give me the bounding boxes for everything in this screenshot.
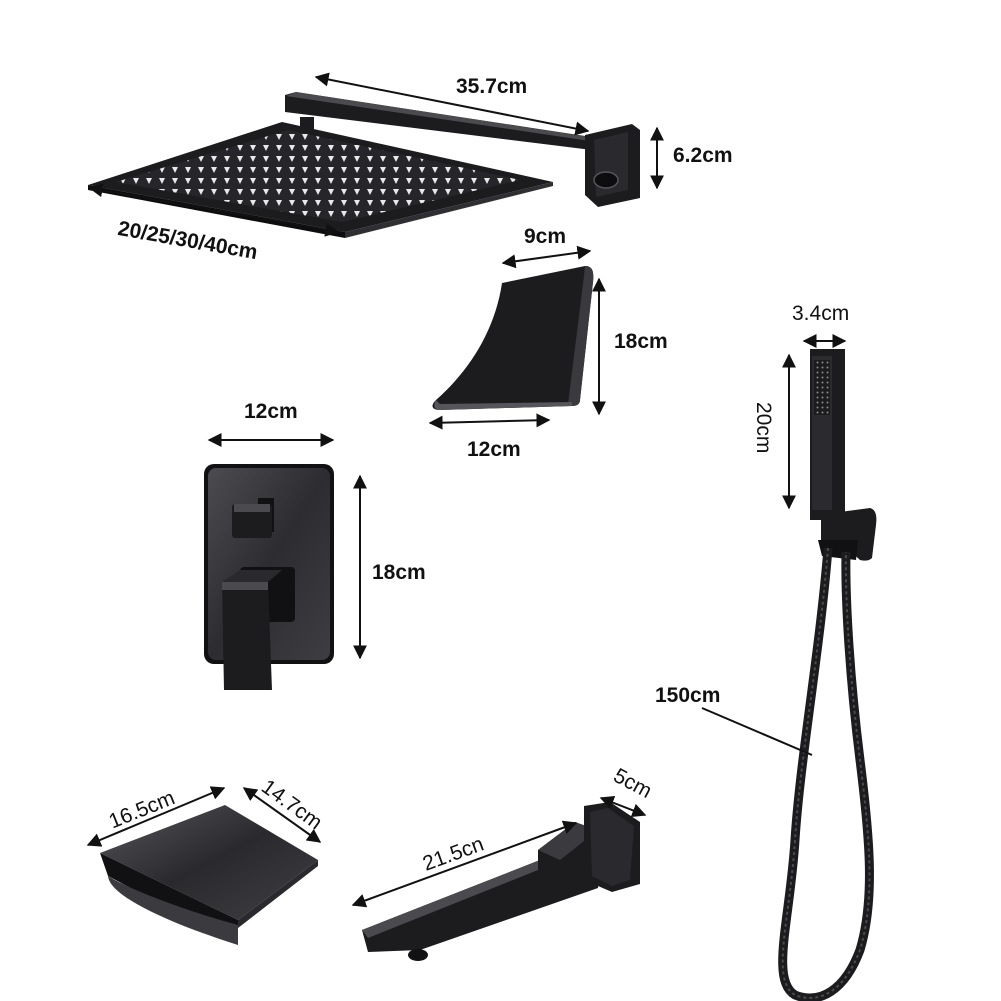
handheld-width-label: 3.4cm <box>792 302 850 325</box>
shower-head <box>88 122 553 238</box>
arm-length-label: 35.7cm <box>456 75 528 98</box>
dimension-lines <box>86 72 847 908</box>
valve-height-label: 18cm <box>372 561 426 584</box>
tub-spout <box>362 802 640 961</box>
valve-width-label: 12cm <box>244 400 298 423</box>
spout-top-width-label: 9cm <box>524 225 567 248</box>
handheld-length-label: 20cm <box>752 402 775 454</box>
spout-bottom-width-label: 12cm <box>467 438 521 461</box>
hand-shower <box>778 349 877 1001</box>
waterfall-spout <box>432 266 594 410</box>
spout-height-label: 18cm <box>614 330 668 353</box>
wall-plate-height-label: 6.2cm <box>673 144 733 167</box>
hose-length-label: 150cm <box>655 684 721 707</box>
diverter-valve <box>204 464 334 690</box>
